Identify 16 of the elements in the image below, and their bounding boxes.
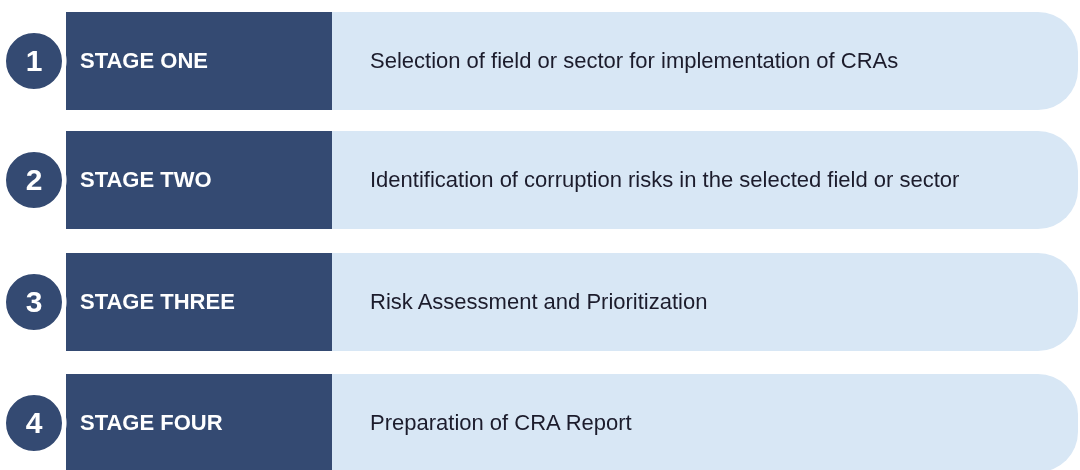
stage-description: Preparation of CRA Report	[370, 409, 632, 437]
stage-band	[66, 131, 332, 229]
description-band	[332, 131, 1078, 229]
stage-band	[66, 374, 332, 470]
stage-description: Identification of corruption risks in the selected field or sector	[370, 166, 960, 194]
stage-title: STAGE THREE	[80, 289, 235, 315]
stage-title: STAGE FOUR	[80, 410, 223, 436]
stage-band	[66, 253, 332, 351]
description-band	[332, 374, 1078, 470]
stage-description: Selection of field or sector for implementation of CRAs	[370, 47, 899, 75]
stage-title: STAGE TWO	[80, 167, 212, 193]
stage-band	[66, 12, 332, 110]
stage-title: STAGE ONE	[80, 48, 208, 74]
description-band	[332, 12, 1078, 110]
description-band	[332, 253, 1078, 351]
stage-description: Risk Assessment and Prioritization	[370, 288, 708, 316]
